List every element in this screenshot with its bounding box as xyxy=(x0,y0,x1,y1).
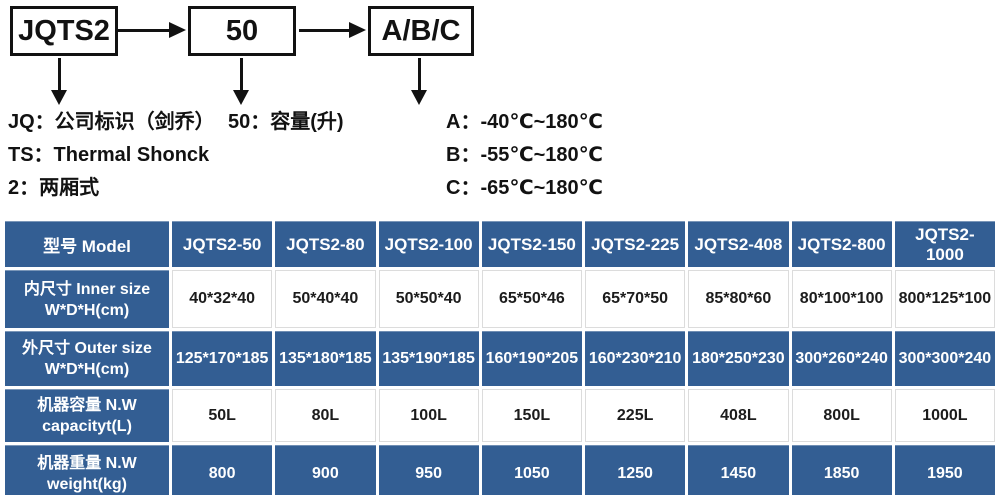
data-cell: 300*300*240 xyxy=(894,331,995,386)
arrow-down-icon xyxy=(58,58,61,91)
arrow-right-head-icon xyxy=(169,22,186,38)
data-cell: 408L xyxy=(688,389,789,442)
table-header-cell: JQTS2-800 xyxy=(791,221,892,267)
table-header-cell: JQTS2-1000 xyxy=(894,221,995,267)
table-header-cell: JQTS2-225 xyxy=(585,221,686,267)
data-cell: 160*230*210 xyxy=(585,331,686,386)
data-cell: 50*50*40 xyxy=(378,270,479,328)
data-cell: 950 xyxy=(378,445,479,495)
data-cell: 800L xyxy=(791,389,892,442)
data-cell: 900 xyxy=(275,445,376,495)
model-code-box-prefix: JQTS2 xyxy=(10,6,118,56)
model-naming-diagram: JQTS2 50 A/B/C JQ：公司标识（剑乔） TS：Thermal Sho… xyxy=(0,0,1000,218)
data-cell: 80L xyxy=(275,389,376,442)
notes-capacity-meaning: 50：容量(升) xyxy=(228,111,344,144)
arrow-down-head-icon xyxy=(411,90,427,105)
data-cell: 180*250*230 xyxy=(688,331,789,386)
data-cell: 135*180*185 xyxy=(275,331,376,386)
data-cell: 1000L xyxy=(894,389,995,442)
data-cell: 1250 xyxy=(585,445,686,495)
table-header-cell: JQTS2-408 xyxy=(688,221,789,267)
diagram-note: A：-40℃~180℃ xyxy=(446,111,603,133)
data-cell: 65*50*46 xyxy=(481,270,582,328)
table-header-cell: JQTS2-80 xyxy=(275,221,376,267)
table-header-cell: JQTS2-100 xyxy=(378,221,479,267)
arrow-down-head-icon xyxy=(233,90,249,105)
diagram-note: 2：两厢式 xyxy=(8,177,100,199)
data-cell: 1050 xyxy=(481,445,582,495)
data-cell: 800*125*100 xyxy=(894,270,995,328)
model-code-box-capacity: 50 xyxy=(188,6,296,56)
diagram-note: 50：容量(升) xyxy=(228,111,344,133)
notes-prefix-meaning: JQ：公司标识（剑乔） TS：Thermal Shonck 2：两厢式 xyxy=(8,111,215,210)
data-cell: 85*80*60 xyxy=(688,270,789,328)
arrow-right-head-icon xyxy=(349,22,366,38)
data-cell: 1950 xyxy=(894,445,995,495)
data-cell: 125*170*185 xyxy=(172,331,273,386)
diagram-note: TS：Thermal Shonck xyxy=(8,144,210,166)
arrow-down-icon xyxy=(240,58,243,91)
data-cell: 135*190*185 xyxy=(378,331,479,386)
data-cell: 40*32*40 xyxy=(172,270,273,328)
arrow-down-icon xyxy=(418,58,421,91)
table-header-cell: JQTS2-150 xyxy=(481,221,582,267)
data-cell: 80*100*100 xyxy=(791,270,892,328)
table-header-cell: JQTS2-50 xyxy=(172,221,273,267)
data-cell: 50L xyxy=(172,389,273,442)
data-cell: 50*40*40 xyxy=(275,270,376,328)
diagram-note: JQ：公司标识（剑乔） xyxy=(8,111,215,133)
arrow-down-head-icon xyxy=(51,90,67,105)
data-cell: 160*190*205 xyxy=(481,331,582,386)
data-cell: 100L xyxy=(378,389,479,442)
diagram-note: B：-55℃~180℃ xyxy=(446,144,603,166)
data-cell: 300*260*240 xyxy=(791,331,892,386)
table-header-model: 型号 Model xyxy=(5,221,169,267)
data-cell: 150L xyxy=(481,389,582,442)
model-code-box-temp-grade: A/B/C xyxy=(368,6,474,56)
data-cell: 1850 xyxy=(791,445,892,495)
data-cell: 800 xyxy=(172,445,273,495)
notes-temp-grades: A：-40℃~180℃ B：-55℃~180℃ C：-65℃~180℃ xyxy=(446,111,603,210)
arrow-right-icon xyxy=(299,29,351,32)
arrow-right-icon xyxy=(118,29,171,32)
data-cell: 1450 xyxy=(688,445,789,495)
data-cell: 225L xyxy=(585,389,686,442)
data-cell: 65*70*50 xyxy=(585,270,686,328)
diagram-note: C：-65℃~180℃ xyxy=(446,177,603,199)
